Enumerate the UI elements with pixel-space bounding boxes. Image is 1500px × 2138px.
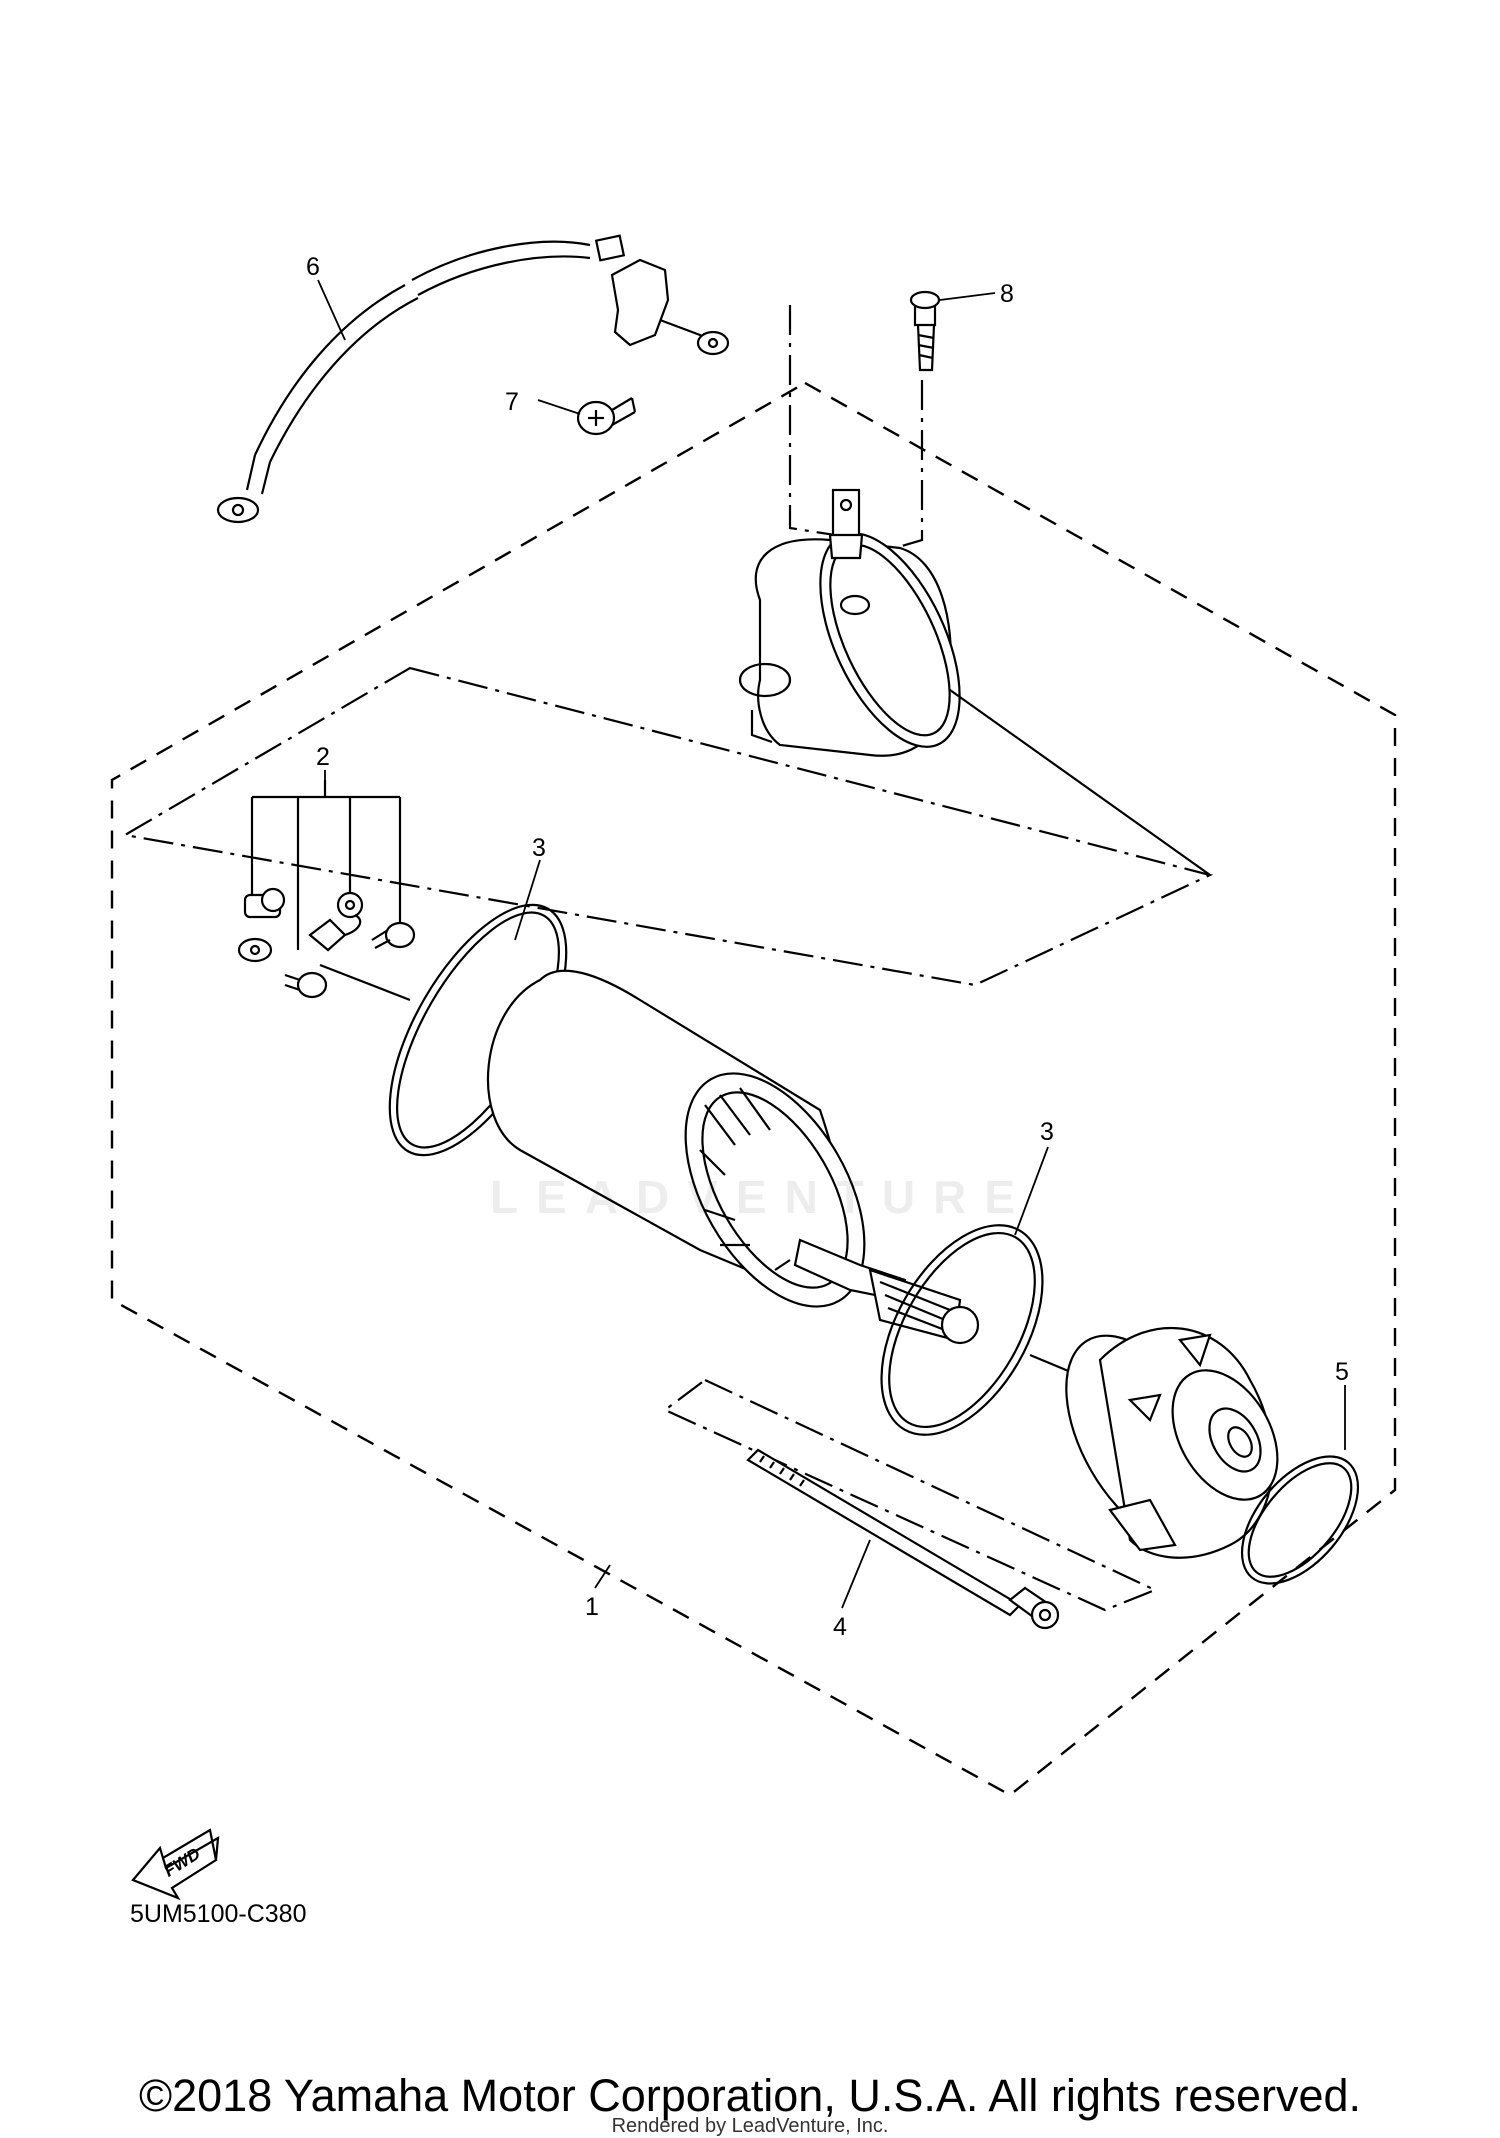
alignment-line-cover-left	[788, 305, 836, 537]
leader-8	[939, 292, 996, 301]
callout-3-upper: 3	[532, 834, 546, 862]
bolt-subassembly-frame	[662, 1378, 1158, 1612]
callout-3-lower: 3	[1040, 1118, 1054, 1146]
copyright-notice: ©2018 Yamaha Motor Corporation, U.S.A. A…	[138, 2070, 1362, 2121]
bolt-part-8	[909, 290, 941, 372]
rear-cover	[1029, 1327, 1279, 1559]
leader-6	[317, 279, 346, 341]
leader-7	[537, 399, 581, 415]
front-cover	[738, 488, 1211, 876]
callout-4: 4	[833, 1613, 847, 1641]
alignment-line-cover-right	[894, 380, 924, 550]
callout-6: 6	[306, 253, 320, 281]
leader-4	[841, 1539, 871, 1609]
lead-wire	[216, 234, 730, 524]
assembly-boundary	[110, 381, 1397, 1797]
leader-1	[594, 1564, 611, 1589]
brush-subassembly-frame	[121, 666, 1214, 987]
callout-7: 7	[505, 388, 519, 416]
rendered-by-credit: Rendered by LeadVenture, Inc.	[611, 2115, 889, 2137]
leader-3b	[1014, 1146, 1049, 1236]
o-ring-part-5	[1240, 1455, 1360, 1585]
callout-1: 1	[585, 1593, 599, 1621]
callout-5: 5	[1335, 1358, 1349, 1386]
brush-holder-set	[237, 780, 416, 1002]
screw-part-7	[576, 397, 637, 436]
leader-3a	[514, 859, 541, 941]
part-code: 5UM5100-C380	[130, 1900, 307, 1928]
watermark: LEADVENTURE	[490, 1171, 1034, 1223]
yoke-armature	[486, 969, 980, 1345]
through-bolt-part-4	[746, 1448, 1060, 1630]
callout-2: 2	[316, 743, 330, 771]
o-ring-lower	[880, 1224, 1044, 1436]
fwd-arrow: FWD	[131, 1828, 220, 1901]
callout-8: 8	[1000, 280, 1014, 308]
